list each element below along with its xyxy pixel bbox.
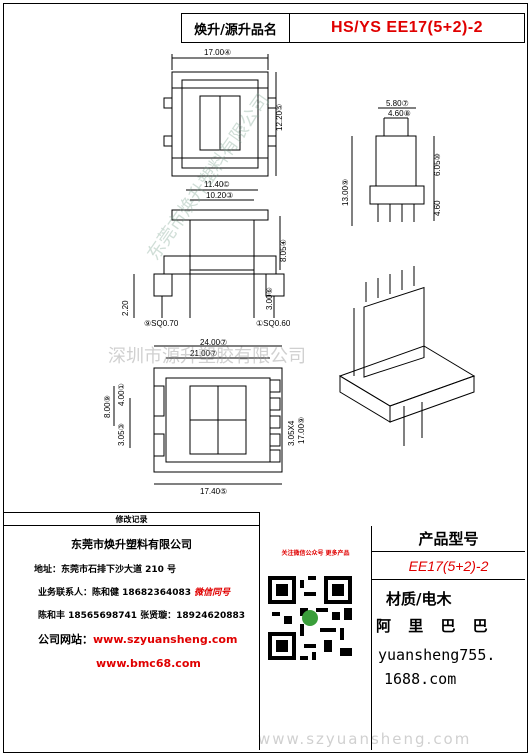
alibaba-label: 阿 里 巴 巴 <box>376 617 494 635</box>
dim-front-h: 8.05④ <box>279 239 288 262</box>
info-table: 修改记录 东莞市焕升塑料有限公司 地址：东莞市石排下沙大道 210 号 业务联系… <box>4 512 525 750</box>
dim-side-b: 4.60⑧ <box>388 109 411 118</box>
website-link-2[interactable]: www.bmc68.com <box>96 657 201 670</box>
dim-front-w1: 11.40© <box>204 180 229 189</box>
shop-info: 材质/电木 阿 里 巴 巴 yuansheng755. 1688.com <box>372 580 525 750</box>
side-view <box>351 107 435 226</box>
product-type-label: 产品型号 <box>372 526 525 552</box>
dim-pin-left: 2.20 <box>121 300 130 316</box>
dim-sq-right: ①SQ0.60 <box>256 319 291 328</box>
material-label: 材质/电木 <box>386 590 452 608</box>
company-address: 地址：东莞市石排下沙大道 210 号 <box>34 565 177 575</box>
dim-side-h2: 6.05⑩ <box>433 153 442 176</box>
qr-section: 关注微信公众号 更多产品 <box>260 526 372 750</box>
dim-side-h1: 13.00⑨ <box>341 179 350 206</box>
technical-drawing: 17.00④ 12.20⑤ 5.80⑦ 4.60⑧ 13.00⑨ 6.05⑩ 4… <box>103 48 476 496</box>
bottom-view <box>113 345 283 485</box>
dim-sq-left: ⑨SQ0.70 <box>144 319 179 328</box>
dim-bot-h5: 17.00⑨ <box>297 417 306 444</box>
dim-bot-w3: 17.40⑤ <box>200 487 227 496</box>
dim-bot-h3: 3.05③ <box>117 423 126 446</box>
shop-url-line2: 1688.com <box>384 670 457 688</box>
product-name-value: HS/YS EE17(5+2)-2 <box>289 13 525 43</box>
dim-bot-h2: 4.00① <box>117 383 126 406</box>
dim-side-h3: 4.60 <box>433 200 442 216</box>
isometric-view <box>338 266 476 446</box>
dim-side-a: 5.80⑦ <box>386 99 409 108</box>
dim-bot-h1: 8.00⑨ <box>103 395 112 418</box>
watermark-url: www.szyuansheng.com <box>258 730 472 748</box>
sales-contact: 业务联系人：陈和健 18682364083 微信同号 <box>38 585 259 598</box>
dim-bot-h4: 3.05X4 <box>287 420 296 446</box>
dim-top-height: 12.20⑤ <box>275 104 284 131</box>
shop-url-line1: yuansheng755. <box>378 646 496 664</box>
watermark-main: 深圳市源升塑胶有限公司 <box>108 346 306 367</box>
front-view <box>133 189 285 318</box>
company-info: 东莞市焕升塑料有限公司 地址：东莞市石排下沙大道 210 号 业务联系人：陈和健… <box>4 526 260 750</box>
revision-record-label: 修改记录 <box>4 512 260 526</box>
website-row: 公司网站：www.szyuansheng.com <box>38 631 259 647</box>
product-type-value: EE17(5+2)-2 <box>372 552 525 580</box>
website-label: 公司网站： <box>38 633 93 646</box>
website-link-1[interactable]: www.szyuansheng.com <box>93 633 238 646</box>
top-view <box>163 54 277 177</box>
dim-front-w2: 10.20③ <box>206 191 233 200</box>
sales-contact-text: 业务联系人：陈和健 18682364083 <box>38 588 192 598</box>
dim-pin-right: 3.00⑥ <box>265 287 274 310</box>
qr-code-icon <box>268 576 352 660</box>
spec-sheet <box>3 3 528 753</box>
company-name: 东莞市焕升塑料有限公司 <box>71 538 192 551</box>
product-name-label: 焕升/源升品名 <box>181 13 289 43</box>
dim-bot-w1: 24.00⑦ <box>200 338 227 347</box>
other-contacts: 陈和丰 18565698741 张贤璇：18924620883 <box>38 611 246 621</box>
dim-top-width: 17.00④ <box>204 48 231 57</box>
dim-bot-w2: 21.00⑦ <box>190 349 217 358</box>
wechat-note: 微信同号 <box>194 588 231 598</box>
qr-caption: 关注微信公众号 更多产品 <box>281 550 350 557</box>
